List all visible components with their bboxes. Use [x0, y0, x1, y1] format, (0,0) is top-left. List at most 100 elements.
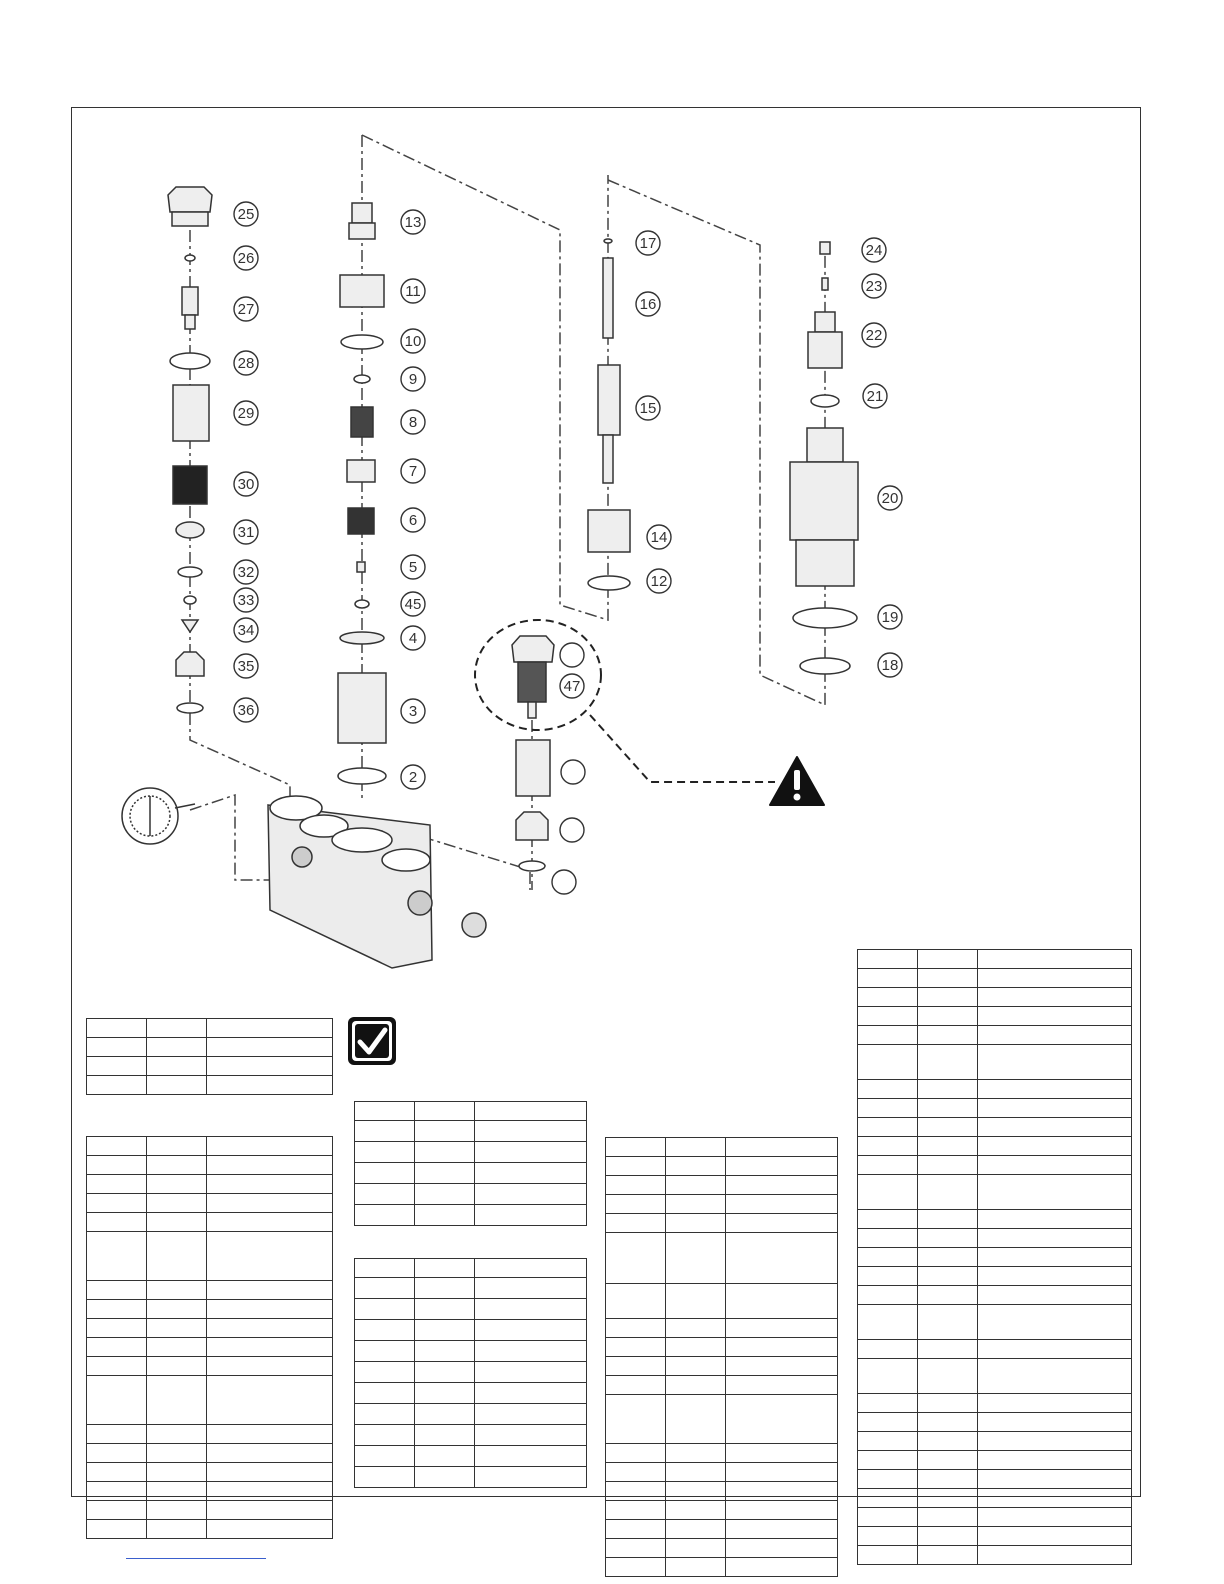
table-cell — [605, 1394, 666, 1444]
table-cell — [146, 1443, 207, 1463]
table-cell — [857, 1526, 918, 1546]
table-row — [857, 1450, 1132, 1470]
callout-25: 25 — [233, 201, 259, 227]
table-cell — [354, 1277, 415, 1299]
callout-label: 18 — [882, 657, 899, 674]
table-row — [86, 1155, 333, 1175]
table-cell — [354, 1403, 415, 1425]
callout-34: 34 — [233, 617, 259, 643]
table-row — [857, 1006, 1132, 1026]
table-cell — [917, 1469, 978, 1489]
table-row — [86, 1075, 333, 1095]
table-cell — [414, 1403, 475, 1425]
table-cell — [857, 1469, 918, 1489]
table-cell — [354, 1340, 415, 1362]
table-cell — [86, 1174, 147, 1194]
parts-list-table-a — [86, 1018, 333, 1095]
table-cell — [977, 1507, 1132, 1527]
table-cell — [146, 1136, 207, 1156]
table-cell — [725, 1137, 838, 1157]
table-cell — [474, 1277, 587, 1299]
table-cell — [917, 1526, 978, 1546]
table-cell — [206, 1443, 333, 1463]
table-row — [86, 1056, 333, 1076]
table-cell — [206, 1193, 333, 1213]
callout-32: 32 — [233, 559, 259, 585]
table-row — [354, 1141, 587, 1163]
callout-label: 47 — [564, 678, 581, 695]
table-row — [354, 1258, 587, 1278]
table-cell — [665, 1519, 726, 1539]
table-cell — [725, 1175, 838, 1195]
table-cell — [917, 1117, 978, 1137]
table-cell — [605, 1318, 666, 1338]
table-cell — [354, 1424, 415, 1446]
table-cell — [605, 1443, 666, 1463]
table-row — [857, 1358, 1132, 1394]
table-cell — [665, 1500, 726, 1520]
table-cell — [474, 1319, 587, 1341]
table-row — [354, 1319, 587, 1341]
callout-label: 23 — [866, 278, 883, 295]
callout-label: 19 — [882, 609, 899, 626]
left-column-parts — [167, 186, 213, 714]
empty-callout — [559, 817, 585, 843]
table-cell — [86, 1155, 147, 1175]
table-cell — [86, 1443, 147, 1463]
callout-8: 8 — [400, 409, 426, 435]
table-cell — [917, 1339, 978, 1359]
footer-link-underline[interactable] — [126, 1558, 266, 1559]
table-row — [605, 1394, 838, 1444]
table-row — [605, 1175, 838, 1195]
table-cell — [206, 1037, 333, 1057]
table-cell — [665, 1481, 726, 1501]
table-cell — [977, 1431, 1132, 1451]
table-cell — [86, 1280, 147, 1300]
table-cell — [354, 1258, 415, 1278]
callout-label: 2 — [409, 769, 417, 786]
callout-24: 24 — [861, 237, 887, 263]
table-cell — [917, 1025, 978, 1045]
table-cell — [665, 1156, 726, 1176]
table-row — [86, 1018, 333, 1038]
table-cell — [665, 1557, 726, 1577]
table-cell — [414, 1258, 475, 1278]
table-cell — [354, 1319, 415, 1341]
parts-list-table-e — [605, 1137, 838, 1577]
table-cell — [474, 1204, 587, 1226]
table-cell — [206, 1299, 333, 1319]
table-row — [857, 1507, 1132, 1527]
table-cell — [917, 987, 978, 1007]
table-cell — [977, 987, 1132, 1007]
table-cell — [725, 1443, 838, 1463]
table-row — [86, 1231, 333, 1281]
valve-group-parts — [511, 635, 555, 872]
table-cell — [86, 1299, 147, 1319]
table-cell — [206, 1136, 333, 1156]
table-cell — [474, 1424, 587, 1446]
table-cell — [86, 1519, 147, 1539]
table-cell — [605, 1462, 666, 1482]
table-cell — [857, 1393, 918, 1413]
callout-label: 8 — [409, 414, 417, 431]
table-row — [857, 1545, 1132, 1565]
table-cell — [206, 1519, 333, 1539]
table-cell — [146, 1231, 207, 1281]
callout-label: 12 — [651, 573, 668, 590]
parts-list-table-f — [857, 949, 1132, 1565]
table-cell — [857, 1247, 918, 1267]
table-cell — [146, 1037, 207, 1057]
table-cell — [146, 1212, 207, 1232]
callout-label: 15 — [640, 400, 657, 417]
manifold-body — [267, 795, 487, 969]
callout-13: 13 — [400, 209, 426, 235]
table-cell — [86, 1462, 147, 1482]
warning-triangle-icon — [769, 756, 825, 806]
table-row — [605, 1519, 838, 1539]
table-cell — [725, 1481, 838, 1501]
table-row — [86, 1443, 333, 1463]
table-cell — [665, 1283, 726, 1319]
table-cell — [977, 1339, 1132, 1359]
table-row — [605, 1462, 838, 1482]
